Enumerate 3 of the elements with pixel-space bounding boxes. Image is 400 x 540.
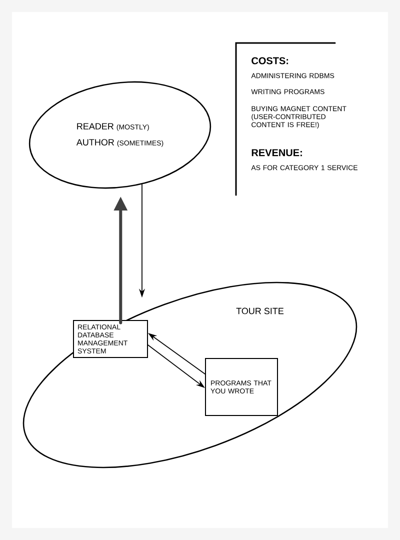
site-label: TOUR SITE bbox=[236, 308, 284, 314]
section-heading: COSTS: bbox=[252, 57, 288, 64]
section-heading: REVENUE: bbox=[252, 149, 302, 156]
